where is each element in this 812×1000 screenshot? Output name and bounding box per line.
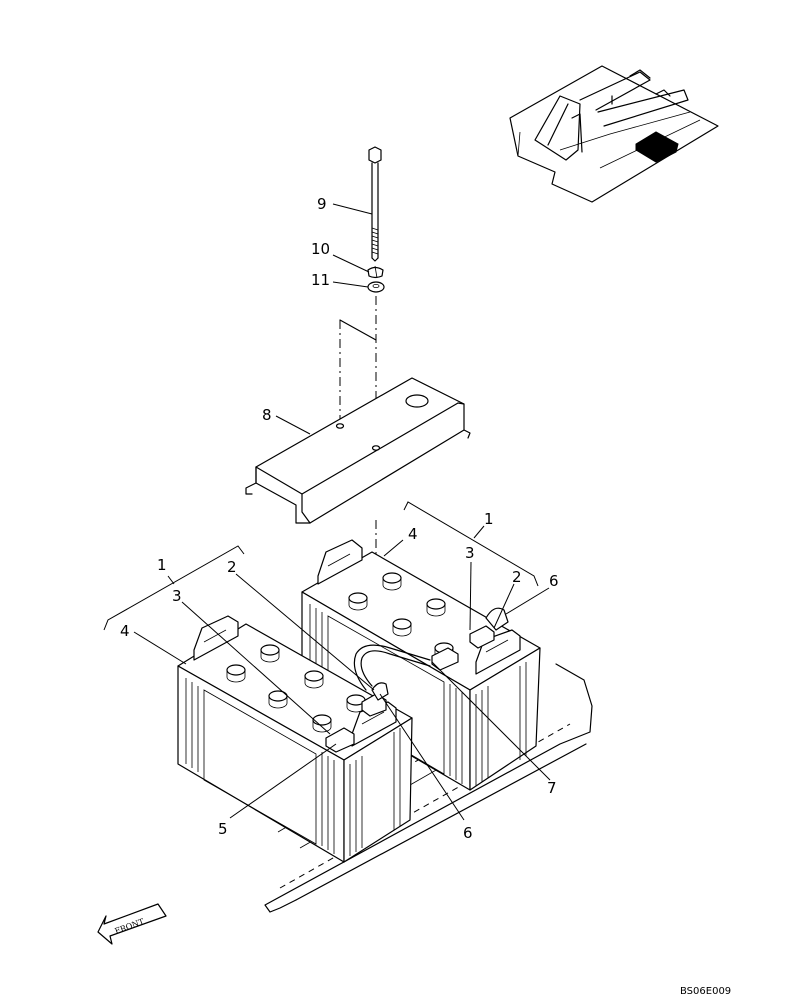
callout-leaders	[103, 203, 551, 821]
callout-8: 8	[262, 406, 272, 424]
front-direction-arrow: FRONT	[97, 903, 167, 945]
callout-9: 9	[317, 195, 327, 213]
drawing-code: BS06E009	[680, 986, 731, 997]
callout-6-rear: 6	[549, 572, 559, 590]
rear-battery-cell-caps	[348, 572, 454, 661]
bolt-part-9	[368, 146, 382, 262]
callout-1-front: 1	[157, 556, 167, 574]
front-battery-cell-caps	[226, 644, 366, 733]
callout-6-front: 6	[463, 824, 473, 842]
callout-3-front: 3	[172, 587, 182, 605]
hold-down-bracket-part-8	[245, 377, 471, 524]
callout-4-rear: 4	[408, 525, 418, 543]
washer-part-11	[367, 281, 385, 293]
battery-cable-part-7	[353, 644, 431, 691]
location-inset-view	[509, 65, 719, 203]
callout-2-front: 2	[227, 558, 237, 576]
callout-10: 10	[311, 240, 330, 258]
callout-11: 11	[311, 271, 330, 289]
lock-washer-part-10	[367, 265, 384, 279]
callout-4-front: 4	[120, 622, 130, 640]
callout-2-rear: 2	[512, 568, 522, 586]
callout-labels: 1 1 2 2 3 3 4 4 5 6 6 7 8 9 10 11	[120, 195, 559, 842]
callout-5: 5	[218, 820, 228, 838]
battery-location-marker	[635, 131, 679, 163]
callout-3-rear: 3	[465, 544, 475, 562]
callout-1-rear: 1	[484, 510, 494, 528]
callout-7: 7	[547, 779, 557, 797]
